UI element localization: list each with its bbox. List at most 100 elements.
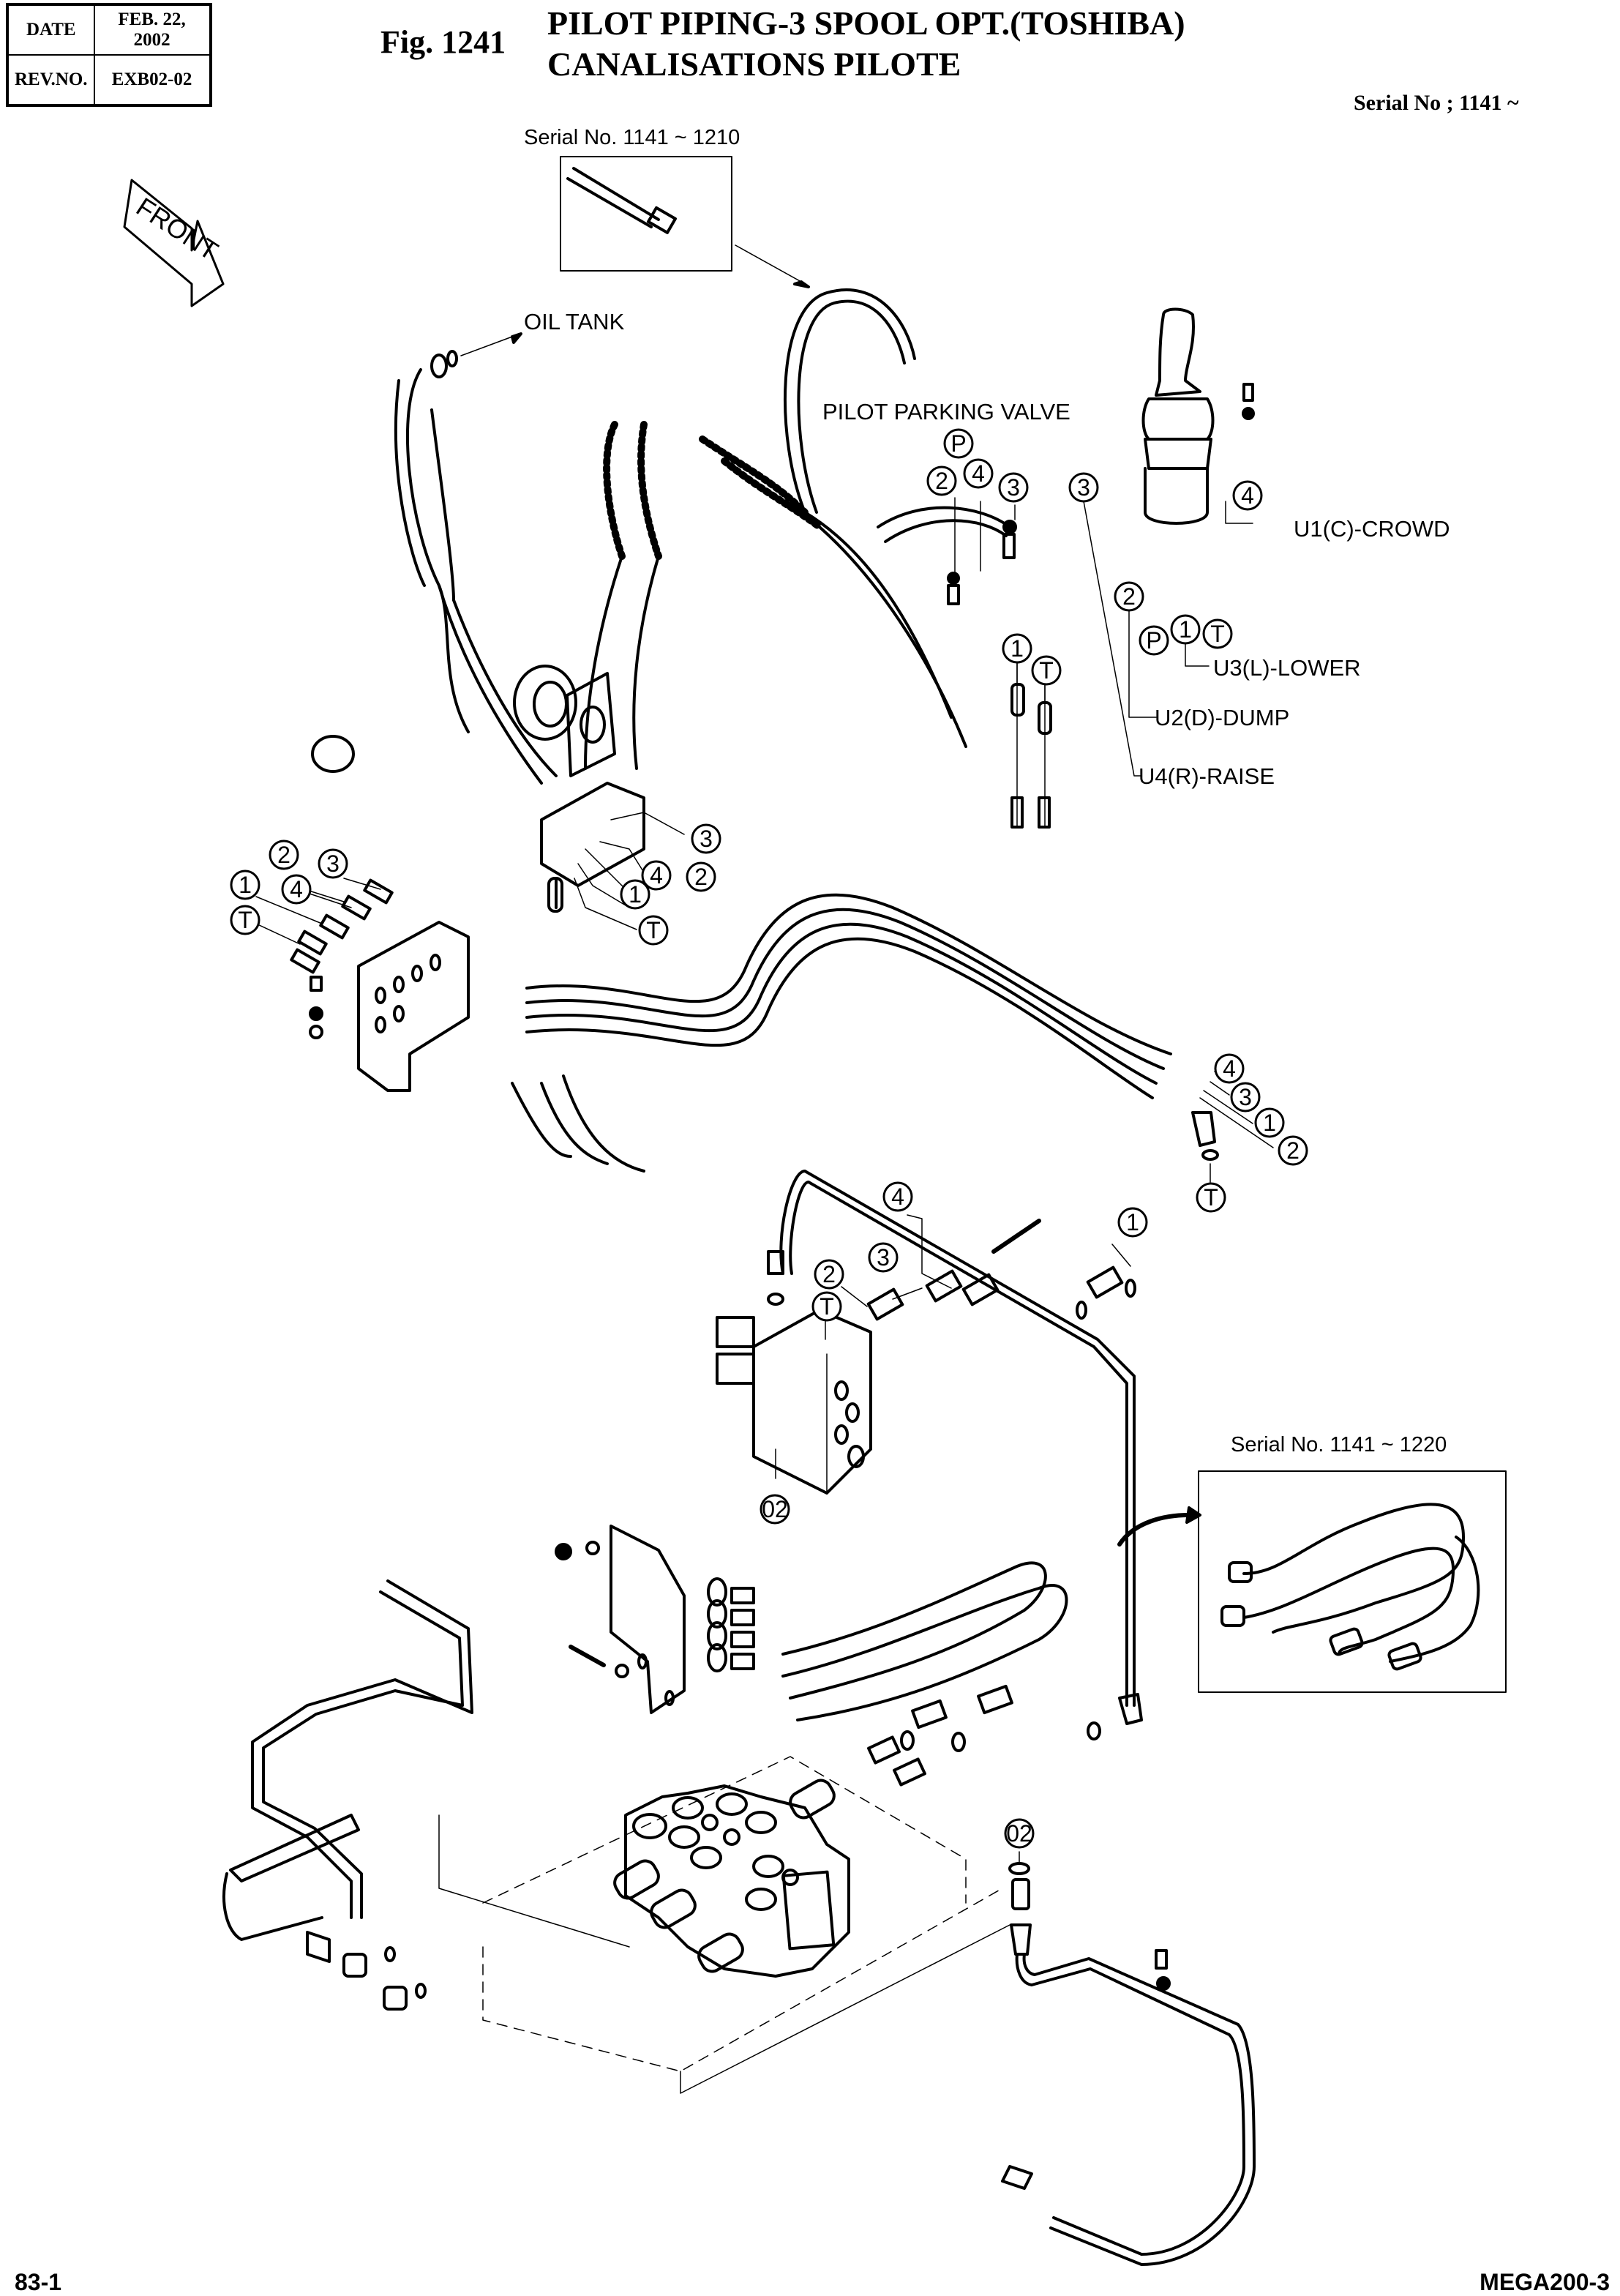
callout-bubble (943, 428, 974, 459)
base-outline (482, 1756, 1003, 2072)
callout-bubble (641, 860, 672, 891)
callout-bubble (230, 870, 260, 900)
callout-bubble (1002, 633, 1032, 664)
callout-label: T (646, 917, 661, 943)
callout-label: 4 (1223, 1055, 1236, 1082)
callout-bubble (998, 472, 1029, 503)
callout-bubble (1031, 655, 1062, 686)
leader-lines (255, 497, 1274, 1863)
pilot-manifold-block (540, 782, 645, 913)
date-value: FEB. 22, 2002 (93, 4, 211, 56)
callout-label: 1 (1263, 1110, 1276, 1136)
callout-label: 3 (1077, 474, 1090, 501)
callout-label: T (1039, 657, 1054, 684)
callout-bubble (1254, 1107, 1285, 1138)
mounting-bracket-upper (566, 672, 616, 777)
page-number: 83-1 (15, 2269, 62, 2295)
callout-bubble (686, 861, 716, 892)
model-name: MEGA200-3 (1480, 2269, 1610, 2295)
callout-bubble (1232, 480, 1263, 511)
pilot-parking-valve-label: PILOT PARKING VALVE (822, 399, 1070, 425)
u4-raise-label: U4(R)-RAISE (1139, 763, 1275, 789)
rev-label: REV.NO. (7, 54, 95, 106)
curved-arrow-icon (1117, 1513, 1191, 1547)
u1-crowd-label: U1(C)-CROWD (1294, 516, 1450, 542)
callout-bubble (1196, 1182, 1226, 1213)
callout-bubble (638, 915, 669, 946)
callout-bubble (1139, 625, 1169, 656)
callout-label: 2 (277, 842, 290, 868)
bulkhead-bracket (357, 921, 470, 1092)
callout-label: 2 (822, 1261, 836, 1287)
callout-bubble (814, 1259, 844, 1290)
callout-label: 02 (762, 1496, 788, 1522)
left-rigid-pipe (222, 1579, 473, 2011)
callout-bubble (1230, 1082, 1261, 1113)
callout-bubble (281, 874, 312, 905)
callout-label: 02 (1006, 1820, 1032, 1847)
callout-bubble (963, 458, 994, 489)
callout-bubble (811, 1291, 842, 1322)
hose-clip (311, 735, 355, 773)
callout-bubble (620, 879, 650, 910)
joystick-remote-control-valve (1141, 307, 1215, 525)
callout-label: T (820, 1293, 834, 1320)
callout-label: 3 (877, 1244, 890, 1271)
title-french: CANALISATIONS PILOTE (547, 45, 961, 83)
callout-bubble (269, 840, 299, 870)
callout-bubble (1004, 1818, 1035, 1849)
callout-bubble (318, 848, 348, 879)
pilot-valve-block (716, 1309, 872, 1495)
callout-bubble (760, 1494, 790, 1525)
callout-label: 3 (700, 826, 713, 852)
page-title: PILOT PIPING-3 SPOOL OPT.(TOSHIBA) CANAL… (547, 3, 1185, 85)
callout-bubble (1068, 472, 1099, 503)
frame-outline (438, 1814, 1010, 2094)
callout-label: T (1210, 621, 1225, 647)
callout-label: 4 (290, 876, 303, 902)
front-arrow-icon (123, 179, 225, 307)
callout-label: 3 (1239, 1084, 1252, 1110)
callout-label: 3 (326, 850, 340, 877)
callout-bubble (926, 465, 957, 496)
callout-label: T (1204, 1184, 1218, 1211)
callout-label: 4 (650, 862, 663, 889)
callout-bubble (230, 905, 260, 935)
u2-dump-label: U2(D)-DUMP (1155, 705, 1290, 730)
callout-label: P (950, 430, 966, 457)
callout-label: 1 (1010, 635, 1024, 662)
callout-label: 2 (1286, 1137, 1300, 1164)
inset-hose-end (566, 167, 677, 234)
callout-bubble (1202, 618, 1233, 649)
callout-bubble (868, 1242, 899, 1273)
callout-label: 1 (239, 872, 252, 898)
oil-tank-label: OIL TANK (524, 309, 625, 334)
inset-top-serial-label: Serial No. 1141 ~ 1210 (524, 126, 740, 149)
oil-tank-fitting (430, 332, 522, 378)
callout-bubble (882, 1181, 913, 1212)
inset-right-serial-label: Serial No. 1141 ~ 1220 (1231, 1433, 1447, 1456)
valve-port-fittings (707, 1577, 755, 1672)
valve-mount-plate (555, 1525, 686, 1714)
callout-bubble (1117, 1207, 1148, 1238)
callout-bubble (1114, 581, 1144, 612)
callout-bubble (1170, 614, 1201, 645)
callout-label: 2 (935, 468, 948, 494)
callout-label: 1 (629, 881, 642, 908)
callout-label: T (238, 907, 252, 933)
callout-bubble (1278, 1135, 1308, 1166)
u3-lower-label: U3(L)-LOWER (1213, 655, 1361, 681)
callout-label: 2 (694, 864, 708, 890)
callout-label: 4 (1241, 482, 1254, 509)
serial-applicability: Serial No ; 1141 ~ (1354, 91, 1519, 115)
callout-bubble (691, 823, 721, 854)
callout-label: 1 (1126, 1209, 1139, 1235)
revision-table: DATE FEB. 22, 2002 REV.NO. EXB02-02 (6, 3, 212, 107)
callout-label: 4 (891, 1183, 904, 1210)
callout-label: 4 (972, 460, 985, 487)
date-label: DATE (7, 4, 95, 56)
rev-value: EXB02-02 (93, 54, 211, 106)
inset-hose-loops (1220, 1503, 1480, 1671)
inset-box-top (560, 156, 732, 272)
